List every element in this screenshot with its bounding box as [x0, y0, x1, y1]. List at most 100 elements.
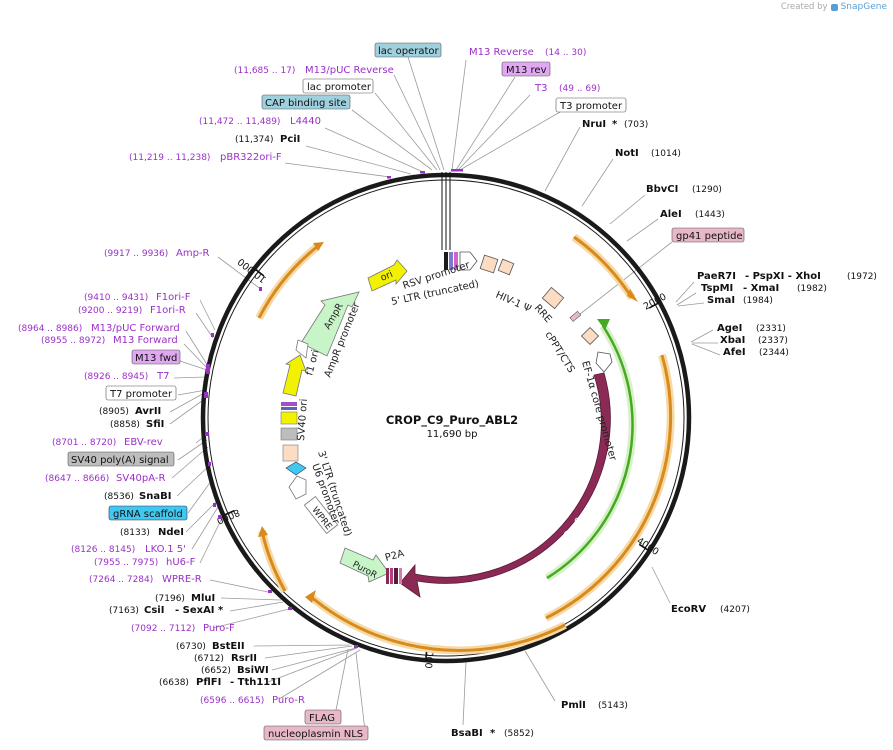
svg-text:(8964 .. 8986): (8964 .. 8986) [18, 324, 82, 334]
primer-label-m13-reverse[interactable]: M13 Reverse (14 .. 30) [469, 47, 586, 58]
svg-text:hU6-F: hU6-F [166, 557, 196, 568]
svg-text:gp41 peptide: gp41 peptide [676, 231, 743, 242]
svg-text:SV40 poly(A) signal: SV40 poly(A) signal [71, 455, 169, 466]
feature-label-nucleoplasmin-nls[interactable]: nucleoplasmin NLS [263, 725, 369, 741]
primer-label-t7[interactable]: (8926 .. 8945) T7 [84, 371, 169, 382]
primer-label-pbr322ori-f[interactable]: (11,219 .. 11,238) pBR322ori-F [129, 152, 282, 163]
p2a-label: P2A [384, 548, 406, 564]
svg-text:(2337): (2337) [758, 336, 788, 346]
svg-text:Puro-F: Puro-F [203, 623, 235, 634]
svg-text:WPRE-R: WPRE-R [162, 574, 202, 585]
svg-text:(4207): (4207) [720, 605, 750, 615]
enzyme-label-bsabi[interactable]: BsaBI * (5852) [451, 728, 534, 739]
primer-label-t3[interactable]: T3 (49 .. 69) [534, 83, 600, 94]
primer-label-wpre-r[interactable]: (7264 .. 7284) WPRE-R [89, 574, 202, 585]
enzyme-label-agei[interactable]: AgeI (2331) [717, 323, 786, 334]
enzyme-label-bsiwi[interactable]: (6652) BsiWI [201, 665, 269, 676]
primer-label-f1ori-f[interactable]: (9410 .. 9431) F1ori-F [84, 292, 191, 303]
enzyme-label-mlui[interactable]: (7196) MluI [155, 593, 215, 604]
enzyme-label-avrii[interactable]: (8905) AvrII [99, 406, 161, 417]
svg-text:T3: T3 [534, 83, 547, 94]
svg-text:FLAG: FLAG [309, 713, 335, 724]
primer-marks [204, 169, 463, 648]
svg-text:(9917 .. 9936): (9917 .. 9936) [104, 249, 168, 259]
ori-label: ori [379, 269, 395, 284]
enzyme-label-xbai[interactable]: XbaI (2337) [720, 335, 788, 346]
primer-label-m13-puc-forward[interactable]: (8964 .. 8986) M13/pUC Forward [18, 323, 180, 334]
orange-feature-arrowhead [305, 590, 316, 603]
snapgene-credit: Created by SnapGene [781, 2, 887, 12]
feature-label-t3-promoter[interactable]: T3 promoter [555, 97, 627, 113]
enzyme-label-bsteii[interactable]: (6730) BstEII [176, 641, 245, 652]
svg-text:SmaI: SmaI [707, 295, 735, 306]
hiv-psi-label: HIV-1 Ψ [494, 290, 533, 315]
feature-label-t7-promoter[interactable]: T7 promoter [105, 385, 177, 401]
enzyme-label-pcii[interactable]: (11,374) PciI [235, 134, 300, 145]
svg-text:M13 Forward: M13 Forward [113, 335, 178, 346]
orange-feature-arrowhead [627, 289, 638, 302]
svg-text:(2331): (2331) [756, 324, 786, 334]
enzyme-label-ndei[interactable]: (8133) NdeI [120, 527, 184, 538]
svg-text:lac promoter: lac promoter [307, 82, 372, 93]
feature-label-lac-operator[interactable]: lac operator [374, 42, 442, 58]
feature-label-lac-promoter[interactable]: lac promoter [302, 78, 374, 94]
svg-text:- XmaI: - XmaI [743, 283, 779, 294]
enzyme-label-noti[interactable]: NotI (1014) [615, 148, 681, 159]
svg-text:EcoRV: EcoRV [671, 604, 706, 615]
enzyme-label-rsrii[interactable]: (6712) RsrII [194, 653, 257, 664]
feature-block [281, 407, 297, 410]
enzyme-label-alei[interactable]: AleI (1443) [660, 209, 725, 220]
svg-text:M13/pUC Forward: M13/pUC Forward [91, 323, 180, 334]
primer-label-ebv-rev[interactable]: (8701 .. 8720) EBV-rev [52, 437, 163, 448]
ruler-tick-mark [255, 269, 265, 277]
primer-label-hu6-f[interactable]: (7955 .. 7975) hU6-F [94, 557, 196, 568]
primer-label-m13-puc-reverse[interactable]: (11,685 .. 17) M13/pUC Reverse [234, 65, 394, 76]
feature-label-m13-fwd[interactable]: M13 fwd [131, 349, 181, 365]
enzyme-label-afei[interactable]: AfeI (2344) [723, 347, 789, 358]
svg-text:LKO.1 5': LKO.1 5' [145, 544, 186, 555]
enzyme-label-csii[interactable]: (7163) CsiI - SexAI * [109, 605, 224, 616]
enzyme-label-sfii[interactable]: (8858) SfiI [110, 419, 164, 430]
primer-label-amp-r[interactable]: (9917 .. 9936) Amp-R [104, 248, 210, 259]
svg-text:nucleoplasmin NLS: nucleoplasmin NLS [268, 729, 363, 740]
primer-label-f1ori-r[interactable]: (9200 .. 9219) F1ori-R [78, 305, 186, 316]
primer-label-puro-r[interactable]: (6596 .. 6615) Puro-R [200, 695, 305, 706]
primer-label-m13-forward[interactable]: (8955 .. 8972) M13 Forward [41, 335, 178, 346]
enzyme-label-bbvci[interactable]: BbvCI (1290) [646, 184, 722, 195]
f1-ori-arrow [282, 354, 307, 397]
feature-label-cap-binding-site[interactable]: CAP binding site [261, 94, 351, 110]
svg-text:(8647 .. 8666): (8647 .. 8666) [45, 474, 109, 484]
ampr-arrow [300, 291, 360, 357]
svg-text:AfeI: AfeI [723, 347, 746, 358]
enzyme-label-smai[interactable]: SmaI (1984) [707, 295, 773, 306]
svg-text:AvrII: AvrII [135, 406, 161, 417]
feature-label-gp41-peptide[interactable]: gp41 peptide [671, 227, 745, 243]
primer-label-lko1-5[interactable]: (8126 .. 8145) LKO.1 5' [71, 544, 186, 555]
primer-label-sv40pa-r[interactable]: (8647 .. 8666) SV40pA-R [45, 473, 165, 484]
svg-text:(8133): (8133) [120, 528, 150, 538]
orange-feature-arc [309, 594, 566, 652]
enzyme-label-nrui[interactable]: NruI * (703) [582, 119, 648, 130]
ampr-promoter-arrow [295, 339, 309, 359]
feature-label-grna-scaffold[interactable]: gRNA scaffold [108, 505, 188, 521]
svg-text:Amp-R: Amp-R [176, 248, 210, 259]
enzyme-label-pmli[interactable]: PmlI (5143) [561, 700, 628, 711]
svg-text:M13 Reverse: M13 Reverse [469, 47, 534, 58]
svg-text:SnaBI: SnaBI [139, 491, 171, 502]
plasmid-title: CROP_C9_Puro_ABL2 [386, 413, 518, 428]
enzyme-label-pflfi[interactable]: (6638) PflFI - Tth111I [159, 677, 281, 688]
leader-lines [169, 56, 721, 732]
feature-label-m13-rev[interactable]: M13 rev [501, 61, 551, 77]
enzyme-label-ecorv[interactable]: EcoRV (4207) [671, 604, 750, 615]
svg-text:T7: T7 [156, 371, 169, 382]
feature-label-sv40-polya[interactable]: SV40 poly(A) signal [67, 451, 175, 467]
grna-scaffold-shape [285, 461, 307, 476]
primer-label-puro-f[interactable]: (7092 .. 7112) Puro-F [131, 623, 235, 634]
enzyme-label-snabi[interactable]: (8536) SnaBI [104, 491, 171, 502]
primer-label-l4440[interactable]: (11,472 .. 11,489) L4440 [199, 116, 321, 127]
enzyme-label-paer7i[interactable]: PaeR7I - PspXI - XhoI (1972) [697, 271, 877, 282]
enzyme-label-tspmi[interactable]: TspMI - XmaI (1982) [701, 283, 827, 294]
feature-label-flag[interactable]: FLAG [304, 709, 342, 725]
svg-text:BbvCI: BbvCI [646, 184, 678, 195]
svg-text:(1443): (1443) [695, 210, 725, 220]
